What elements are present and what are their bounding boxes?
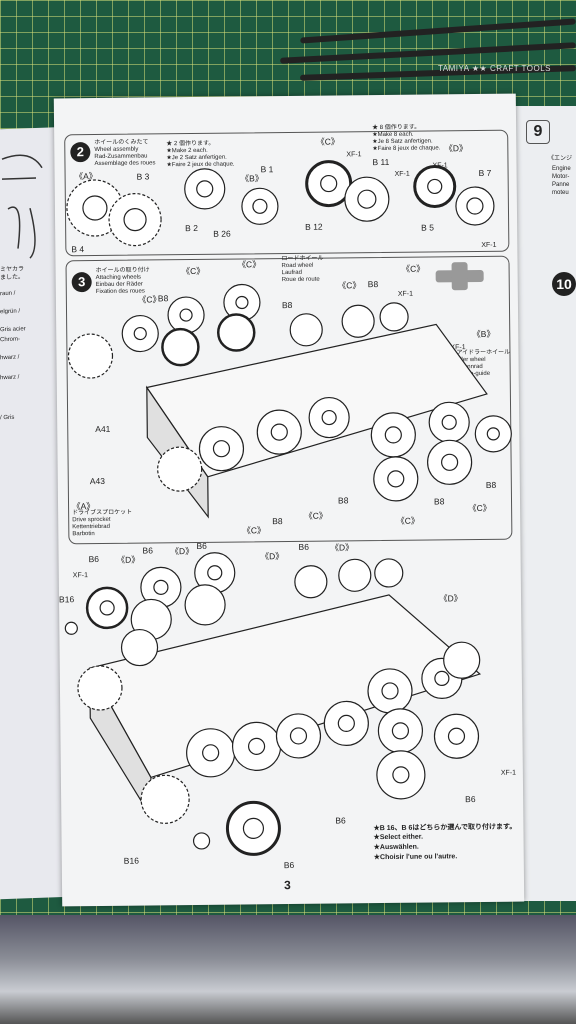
left-text: ミヤカラ: [0, 266, 25, 274]
step-10-badge: 10: [552, 272, 576, 296]
plastic-bag: [0, 915, 576, 1024]
right-text: Motor-: [552, 174, 570, 180]
right-text: moteu: [552, 190, 569, 196]
left-text: Chrom-: [0, 336, 21, 344]
left-page: ミヤカラ ました。 raun / elgrün / Gris acier Chr…: [0, 126, 70, 900]
right-text: Engine: [552, 166, 571, 172]
left-text: Gris acier: [0, 326, 26, 334]
left-text: / Gris: [0, 414, 15, 422]
lower-hull-drawing: [64, 552, 482, 856]
left-text: elgrün /: [0, 308, 21, 316]
left-text: ました。: [0, 274, 25, 282]
antenna-drawing: [1, 154, 43, 259]
left-text: hwarz /: [0, 374, 20, 382]
right-text: Panne: [552, 182, 570, 188]
right-text: 《エンジ: [548, 156, 573, 162]
page-number: 3: [283, 878, 291, 893]
step-3-hull-drawing: [67, 262, 512, 519]
step-2-wheel-drawings: [66, 160, 495, 247]
step-9-badge: 9: [526, 120, 550, 144]
instruction-page: 2 ホイールのくみたて Wheel assembly Rad-Zusammenb…: [53, 93, 525, 907]
left-text: hwarz /: [0, 354, 20, 362]
tool-brand: TAMIYA ★★ CRAFT TOOLS: [438, 64, 552, 73]
left-text: raun /: [0, 290, 16, 298]
